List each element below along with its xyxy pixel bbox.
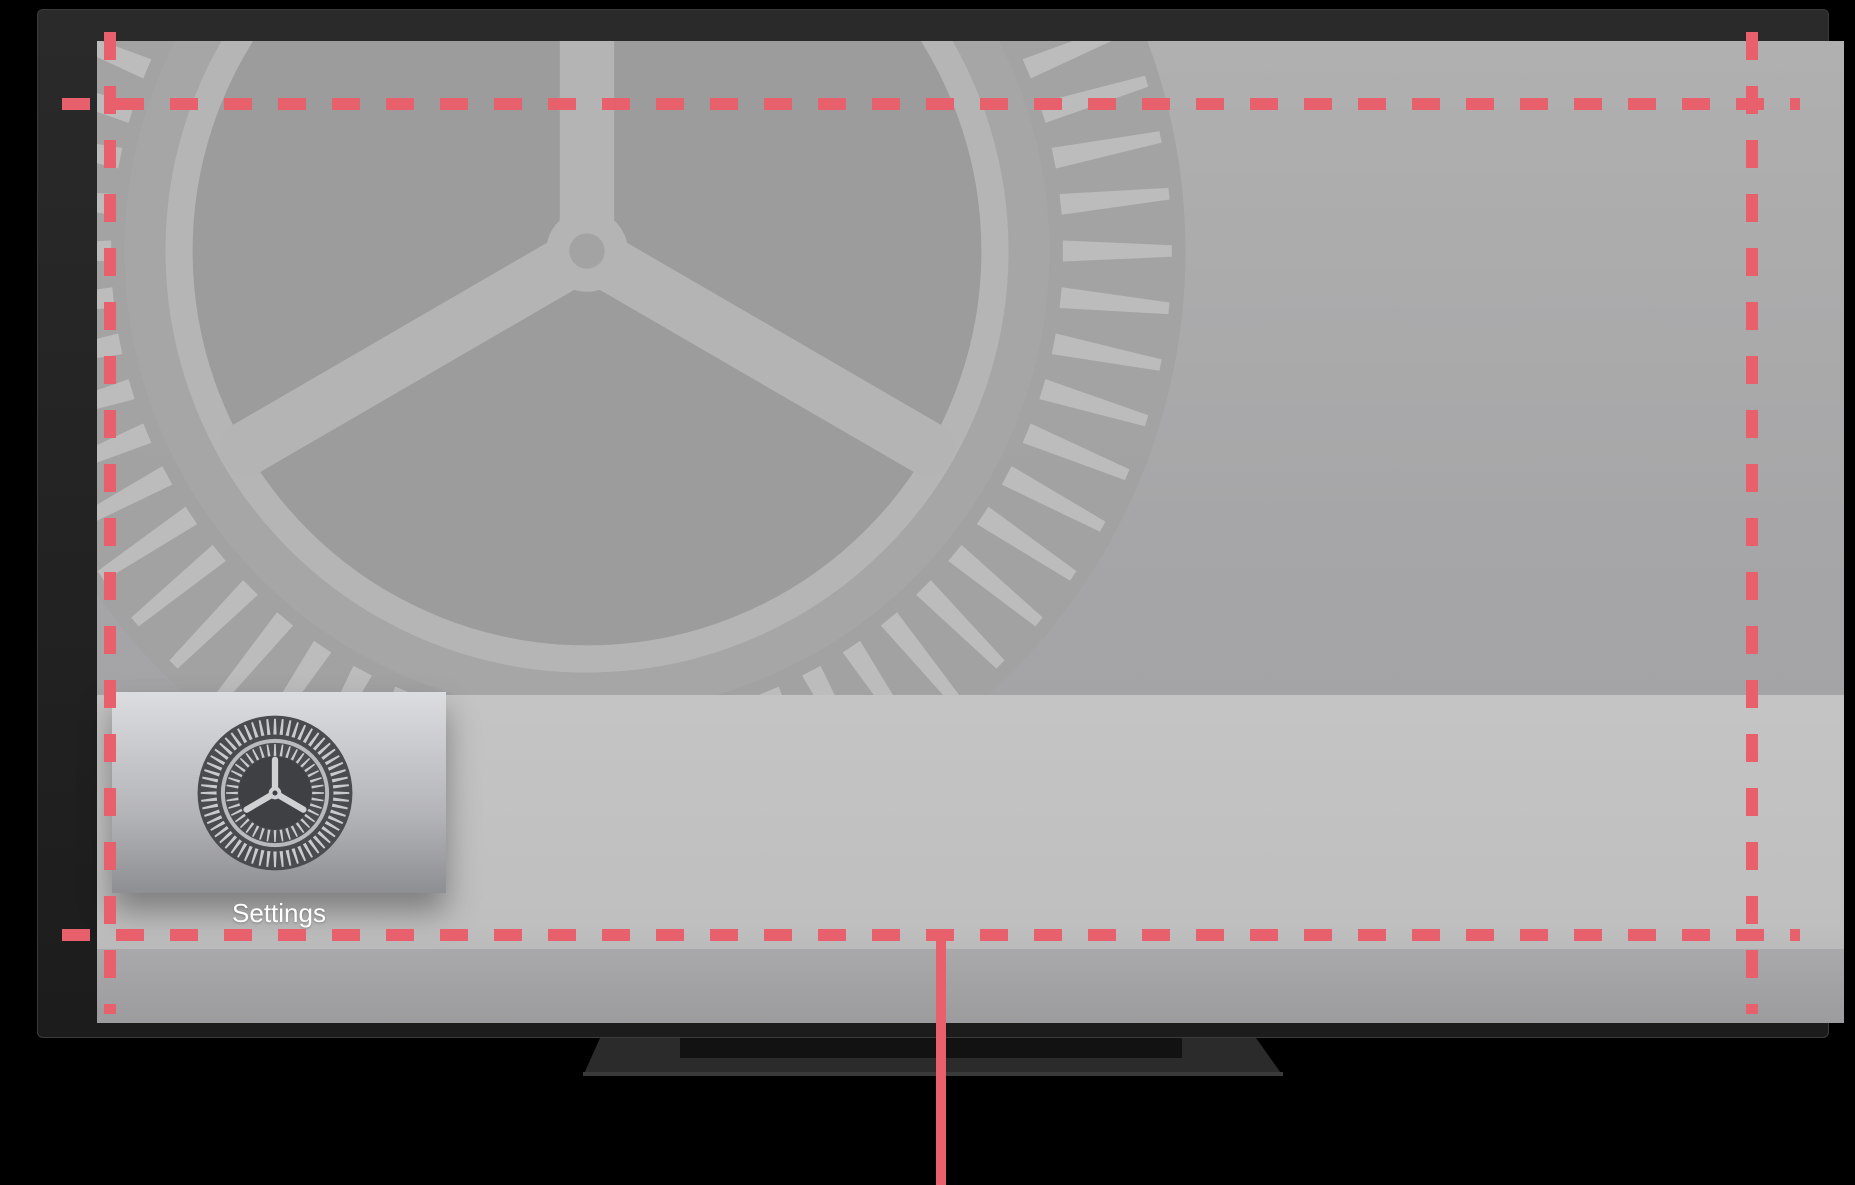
app-tile-settings[interactable] bbox=[112, 692, 446, 893]
settings-gear-icon bbox=[196, 714, 354, 872]
dock-lower-area bbox=[97, 949, 1844, 1023]
app-label-settings: Settings bbox=[112, 898, 446, 929]
